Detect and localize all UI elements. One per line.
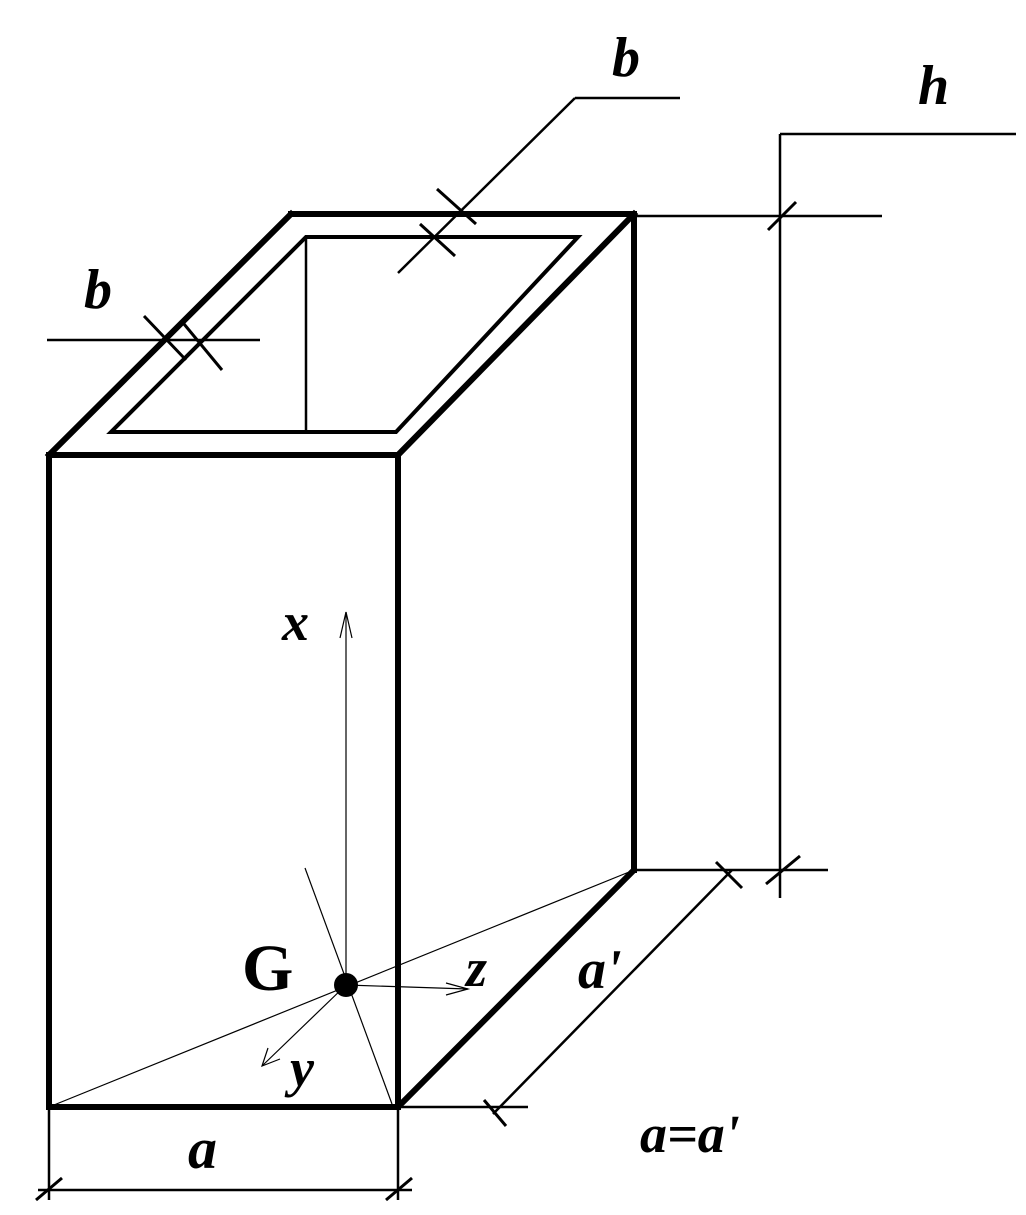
column-outline [44,209,639,1112]
coordinate-axes [261,611,471,1068]
x-axis-arrow [339,611,353,639]
label-equality: a=a' [640,1104,740,1164]
label-x: x [281,592,309,652]
b-top-tick-2 [418,222,457,258]
dimension-h [634,132,1016,898]
y-axis-arrow [261,1047,281,1068]
z-axis-arrow [445,982,471,996]
right-bottom-edge [393,865,639,1112]
dimension-a [35,1107,413,1202]
inner-rim [106,235,583,434]
a-tick-left [35,1176,63,1202]
h-tick-top [766,200,798,232]
a-prime-dimension-line [492,869,733,1115]
centroid-point-g [334,973,358,997]
a-tick-right [385,1176,413,1202]
h-tick-bottom [765,854,801,886]
label-g: G [242,932,293,1005]
b-left-tick-2 [182,323,224,371]
label-a-prime: a' [578,939,622,1001]
front-face [46,452,401,1110]
label-z: z [464,938,487,998]
left-top-edge [44,209,296,460]
inner-opening [106,235,583,434]
z-axis-line [345,984,469,990]
label-y: y [284,1038,315,1098]
label-b-top: b [612,27,640,89]
a-prime-tick-bottom [482,1099,508,1127]
dimension-b-left [47,314,260,371]
b-top-tick-1 [435,187,478,226]
label-h: h [918,55,949,117]
label-a: a [188,1116,217,1181]
dimension-a-prime [398,860,744,1127]
a-prime-tick-top [714,860,744,890]
b-top-dimension-line [397,97,576,274]
label-b-left: b [84,259,112,321]
b-left-tick-1 [142,314,188,362]
right-top-edge [393,209,639,460]
y-axis-line [261,984,347,1067]
dimension-b-top [397,96,680,274]
